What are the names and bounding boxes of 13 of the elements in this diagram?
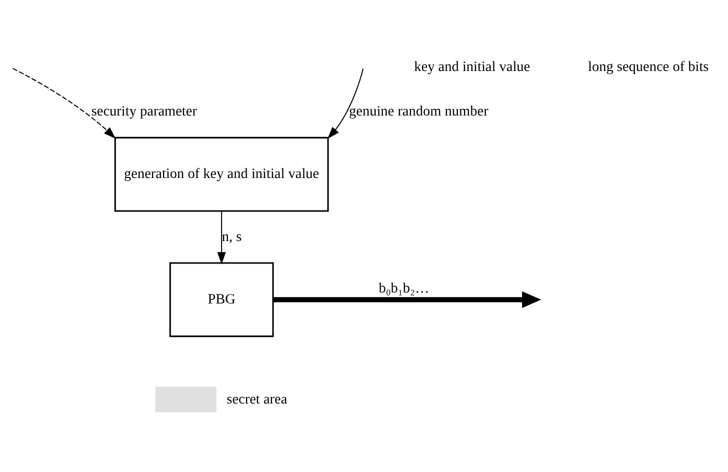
edge-label: b₀b₁b₂… [378, 280, 430, 296]
edge-label: security parameter [91, 102, 197, 119]
legend-label: secret area [226, 390, 288, 407]
arrow [12, 68, 116, 138]
arrow [328, 68, 364, 138]
arrow [273, 290, 542, 308]
label: key and initial value [414, 58, 530, 75]
edge-label: genuine random number [349, 102, 488, 119]
label: long sequence of bits [588, 58, 709, 75]
edge-label: n, s [222, 228, 242, 244]
node-box: generation of key and initial value [114, 136, 329, 212]
arrow [217, 210, 226, 264]
node-box: PBG [169, 262, 274, 337]
